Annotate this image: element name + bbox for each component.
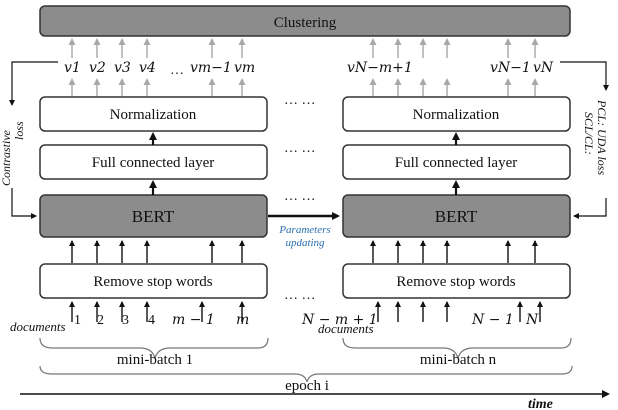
contrastive-loss-label-1: Contrastive: [0, 129, 13, 186]
fc-layer-label-left: Full connected layer: [92, 155, 214, 171]
doc-index-N: N: [525, 312, 539, 328]
scl-loss-label: SCL/CL:: [582, 112, 596, 155]
contrastive-loss-arrow: [9, 61, 58, 106]
doc-index-N-m+1: N − m + 1: [301, 312, 378, 328]
vector-arrows-right: [369, 38, 539, 58]
vector-v2: v2: [89, 60, 106, 76]
rsw-to-bert-arrows-right: [370, 240, 538, 263]
remove-stop-words-box-right: [342, 263, 571, 299]
epoch-label: epoch i: [285, 378, 329, 394]
uda-loss-arrow: [560, 61, 609, 91]
contrastive-loss-arrow-to-bert: [11, 188, 37, 219]
uda-loss-arrow-to-bert: [573, 198, 607, 219]
doc-index-4: 4: [148, 313, 155, 328]
mini-batch-n-brace: [342, 337, 572, 361]
normalization-label-right: Normalization: [413, 107, 500, 123]
bert-label-right: BERT: [435, 207, 478, 226]
epoch-brace: [39, 365, 573, 383]
vector-vm: vm: [234, 60, 255, 76]
doc-index-1: 1: [74, 313, 81, 328]
vector-ellipsis: …: [170, 63, 184, 78]
bert-label-left: BERT: [132, 207, 175, 226]
parameters-label-1: Parameters: [278, 224, 330, 236]
mini-batch-1-label: mini-batch 1: [117, 352, 193, 368]
vector-vN: vN: [533, 60, 554, 76]
remove-stop-words-label-left: Remove stop words: [93, 274, 212, 290]
document-arrows-right: [375, 301, 543, 322]
vector-vN-1: vN−1: [490, 60, 531, 76]
ellipsis-bert: … …: [284, 189, 316, 204]
normalization-box-left: [39, 96, 268, 132]
vector-vm-1: vm−1: [190, 60, 232, 76]
norm-to-vector-arrows-right: [369, 78, 539, 96]
vector-v3: v3: [114, 60, 131, 76]
normalization-box-right: [342, 96, 571, 132]
remove-stop-words-box-left: [39, 263, 268, 299]
vector-arrows-left: [68, 38, 246, 58]
documents-label-left: documents: [10, 319, 66, 334]
vector-vN-m+1: vN−m+1: [347, 60, 413, 76]
ellipsis-docs: … …: [284, 288, 316, 303]
time-label: time: [528, 397, 553, 410]
documents-label-right: documents: [318, 321, 374, 336]
doc-index-2: 2: [97, 313, 104, 328]
doc-index-3: 3: [122, 313, 129, 328]
normalization-label-left: Normalization: [110, 107, 197, 123]
mini-batch-1-brace: [39, 337, 269, 361]
clustering-label: Clustering: [274, 15, 337, 31]
ellipsis-fc: … …: [284, 141, 316, 156]
document-arrows-left: [69, 301, 245, 322]
doc-index-m: m: [236, 312, 249, 328]
mini-batch-n-label: mini-batch n: [420, 352, 497, 368]
contrastive-loss-label-2: loss: [12, 121, 26, 140]
pcl-loss-label: PCL: UDA loss: [595, 99, 609, 175]
fc-layer-label-right: Full connected layer: [395, 155, 517, 171]
vector-v4: v4: [139, 60, 156, 76]
doc-index-N-1: N − 1: [471, 312, 514, 328]
vector-v1: v1: [64, 60, 81, 76]
doc-index-m-1: m − 1: [172, 312, 215, 328]
parameters-label-2: updating: [285, 237, 325, 249]
ellipsis-vectors: … …: [284, 93, 316, 108]
norm-to-vector-arrows-left: [68, 78, 246, 96]
remove-stop-words-label-right: Remove stop words: [396, 274, 515, 290]
clustering-box: [39, 5, 571, 37]
rsw-to-bert-arrows-left: [69, 240, 245, 263]
